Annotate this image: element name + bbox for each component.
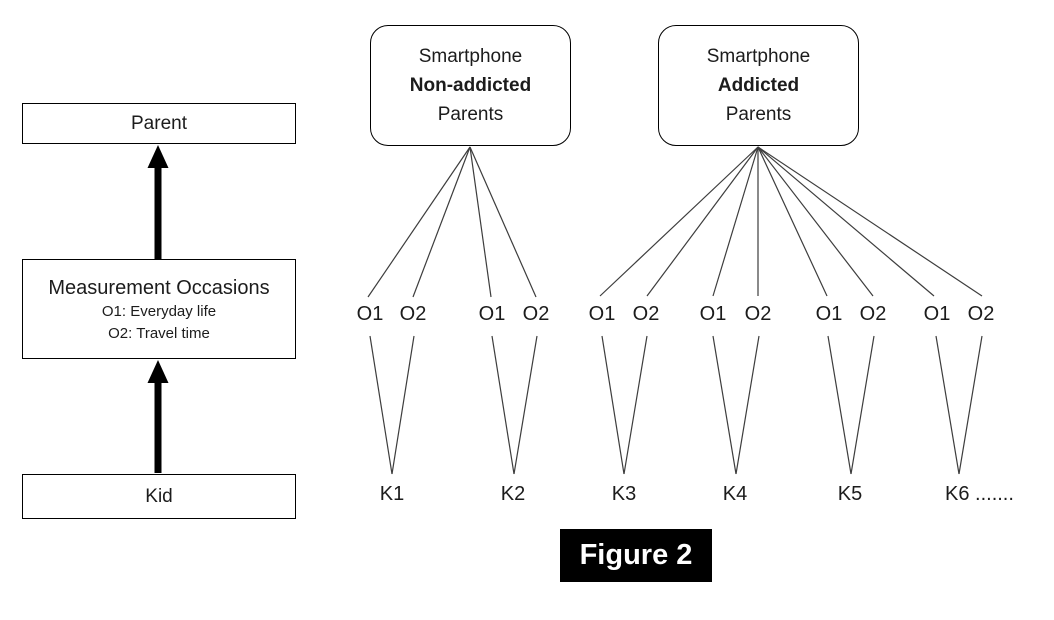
measurement-occasions-box: Measurement Occasions O1: Everyday life … xyxy=(22,259,296,359)
arrow-measurement-to-parent xyxy=(147,145,169,259)
arrow-kid-to-measurement xyxy=(147,360,169,473)
occasion-label-k1-o2: O2 xyxy=(399,303,427,325)
occasion-label-k6-o1: O1 xyxy=(923,303,951,325)
kid-label-k4: K4 xyxy=(722,483,748,505)
kid-label-k3: K3 xyxy=(611,483,637,505)
occasion-label-k5-o2: O2 xyxy=(859,303,887,325)
kid-box-label: Kid xyxy=(145,485,173,507)
v-lines-k6 xyxy=(935,335,983,475)
addicted-parents-box: Smartphone Addicted Parents xyxy=(658,25,859,146)
occasion-label-k3-o2: O2 xyxy=(632,303,660,325)
v-lines-k3 xyxy=(601,335,648,475)
non-addicted-line1: Smartphone xyxy=(418,46,523,67)
non-addicted-line2: Non-addicted xyxy=(409,75,532,96)
occasion-label-k4-o2: O2 xyxy=(744,303,772,325)
parent-box-label: Parent xyxy=(131,112,187,134)
occasion-label-k6-o2: O2 xyxy=(967,303,995,325)
occasion-label-k2-o1: O1 xyxy=(478,303,506,325)
figure-caption: Figure 2 xyxy=(560,529,712,582)
addicted-line3: Parents xyxy=(725,104,792,125)
parent-box: Parent xyxy=(22,103,296,144)
occasion-2-legend: O2: Travel time xyxy=(108,325,210,342)
occasion-label-k4-o1: O1 xyxy=(699,303,727,325)
fan-lines-addicted xyxy=(599,146,983,297)
v-lines-k5 xyxy=(827,335,875,475)
v-lines-k1 xyxy=(369,335,415,475)
non-addicted-line3: Parents xyxy=(437,104,504,125)
measurement-occasions-title: Measurement Occasions xyxy=(48,277,270,299)
kid-label-k2: K2 xyxy=(500,483,526,505)
kid-box: Kid xyxy=(22,474,296,519)
occasion-label-k5-o1: O1 xyxy=(815,303,843,325)
occasion-label-k3-o1: O1 xyxy=(588,303,616,325)
kid-label-k5: K5 xyxy=(837,483,863,505)
kid-label-k1: K1 xyxy=(379,483,405,505)
fan-lines-non-addicted xyxy=(367,146,537,298)
addicted-line2: Addicted xyxy=(717,75,800,96)
addicted-line1: Smartphone xyxy=(706,46,811,67)
non-addicted-parents-box: Smartphone Non-addicted Parents xyxy=(370,25,571,146)
v-lines-k4 xyxy=(712,335,760,475)
occasion-label-k1-o1: O1 xyxy=(356,303,384,325)
occasion-label-k2-o2: O2 xyxy=(522,303,550,325)
v-lines-k2 xyxy=(491,335,538,475)
kid-label-k6: K6 ....... xyxy=(945,483,1014,505)
figure-caption-text: Figure 2 xyxy=(579,539,693,571)
occasion-1-legend: O1: Everyday life xyxy=(101,303,217,320)
